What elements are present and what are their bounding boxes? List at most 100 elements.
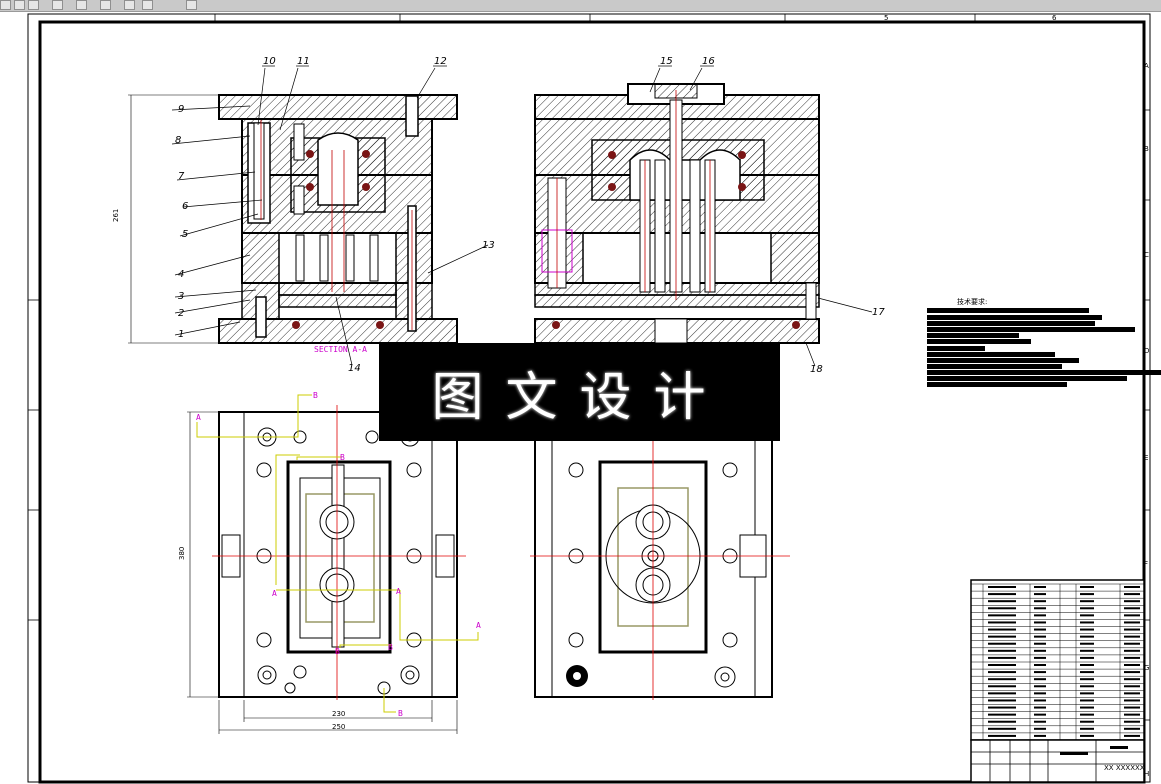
section-mark: B — [313, 391, 318, 400]
drawing-number: XX XXXXXX — [1104, 764, 1145, 772]
bom-cell-text — [1080, 713, 1094, 716]
bom-cell-text — [988, 734, 1016, 737]
toolbar-button[interactable] — [186, 0, 197, 10]
bom-cell-text — [1080, 649, 1094, 652]
bom-cell-text — [1080, 621, 1094, 624]
bom-cell-text — [1080, 664, 1094, 666]
balloon-3: 3 — [178, 291, 184, 302]
bom-cell-text — [988, 586, 1016, 588]
section-mark: B — [388, 643, 393, 652]
bom-cell-text — [1034, 727, 1046, 730]
balloon-1: 1 — [178, 329, 184, 340]
bom-cell-text — [988, 685, 1016, 688]
bom-cell-text — [1124, 656, 1140, 659]
toolbar-button[interactable] — [28, 0, 39, 10]
bom-cell-text — [1080, 614, 1094, 617]
bom-cell-text — [988, 642, 1016, 645]
tech-requirements-text — [927, 308, 1161, 387]
bom-cell-text — [1080, 600, 1094, 603]
balloon-6: 6 — [182, 201, 188, 212]
balloon-12: 12 — [434, 56, 447, 67]
cad-drawing-canvas[interactable]: 5 6 A B C D E F G H — [0, 12, 1161, 784]
toolbar-button[interactable] — [100, 0, 111, 10]
watermark-banner: 图文设计 — [379, 343, 780, 441]
title-block-mark — [1060, 752, 1088, 755]
bom-cell-text — [1124, 720, 1140, 723]
balloon-18: 18 — [810, 364, 823, 375]
bom-cell-text — [1034, 593, 1046, 596]
bom-cell-text — [1124, 614, 1140, 617]
bom-cell-text — [988, 671, 1016, 674]
tech-requirements-title: 技术要求: — [957, 297, 987, 306]
plan-view-fixed-half — [530, 405, 790, 700]
toolbar-button[interactable] — [52, 0, 63, 10]
zone-ticks — [28, 14, 1150, 721]
toolbar-button[interactable] — [76, 0, 87, 10]
bom-cell-text — [1080, 607, 1094, 610]
zone-letter: H — [1144, 770, 1149, 778]
dimension-plan-height: 380 — [178, 547, 186, 560]
bom-cell-text — [1034, 678, 1046, 681]
dimension-height — [128, 94, 218, 344]
bom-cell-text — [1124, 713, 1140, 716]
zone-letter: F — [1144, 560, 1148, 568]
balloon-5: 5 — [182, 229, 188, 240]
balloon-7: 7 — [178, 171, 185, 182]
bom-cell-text — [988, 727, 1016, 730]
section-mark: A — [396, 587, 401, 596]
balloon-17: 17 — [872, 307, 885, 318]
section-label: SECTION A-A — [314, 345, 367, 354]
bom-cell-text — [1034, 649, 1046, 652]
bom-cell-text — [988, 635, 1016, 638]
bom-cell-text — [988, 692, 1016, 695]
zone-letter: C — [1144, 251, 1149, 259]
bom-cell-text — [988, 706, 1016, 709]
bom-cell-text — [1080, 720, 1094, 723]
bom-cell-text — [1034, 734, 1046, 737]
title-block-cells — [971, 740, 1144, 782]
balloon-10: 10 — [263, 56, 276, 67]
bom-cell-text — [988, 656, 1016, 659]
zone-number: 6 — [1052, 14, 1057, 22]
bom-cell-text — [1034, 664, 1046, 666]
dimension-height-value: 261 — [112, 209, 120, 222]
toolbar-button[interactable] — [142, 0, 153, 10]
bom-cell-text — [1080, 692, 1094, 695]
bom-cell-text — [988, 664, 1016, 666]
bom-cell-text — [1034, 586, 1046, 588]
zone-letter: G — [1144, 664, 1149, 672]
toolbar-button[interactable] — [14, 0, 25, 10]
title-block-mark — [1110, 746, 1128, 749]
bom-cell-text — [1124, 642, 1140, 645]
plan-view-moving-half — [196, 394, 479, 713]
application-toolbar — [0, 0, 1161, 12]
section-view-side — [534, 83, 820, 344]
bom-cell-text — [1034, 621, 1046, 624]
section-mark: B — [398, 709, 403, 718]
balloon-leaders-left — [171, 65, 489, 366]
balloon-9: 9 — [178, 104, 184, 115]
bom-cell-text — [988, 720, 1016, 723]
balloon-leaders-right — [649, 65, 873, 367]
toolbar-button[interactable] — [124, 0, 135, 10]
zone-letter: B — [1144, 145, 1149, 153]
bom-cell-text — [1124, 593, 1140, 596]
bom-cell-text — [1080, 678, 1094, 681]
bom-cell-text — [1034, 671, 1046, 674]
zone-number: 5 — [884, 14, 888, 22]
bom-cell-text — [1034, 607, 1046, 610]
balloon-13: 13 — [482, 240, 495, 251]
bom-cell-text — [1124, 727, 1140, 730]
bom-cell-text — [1080, 706, 1094, 709]
bom-cell-text — [988, 607, 1016, 610]
bom-cell-text — [1124, 706, 1140, 709]
toolbar-button[interactable] — [0, 0, 11, 10]
bom-cell-text — [988, 649, 1016, 652]
section-mark: A — [476, 621, 481, 630]
bom-cell-text — [1034, 720, 1046, 723]
section-mark: A — [272, 589, 277, 598]
section-view-a-a — [218, 94, 458, 344]
sheet-inner-border — [38, 20, 1146, 784]
bom-cell-text — [988, 628, 1016, 631]
bom-cell-text — [1080, 671, 1094, 674]
